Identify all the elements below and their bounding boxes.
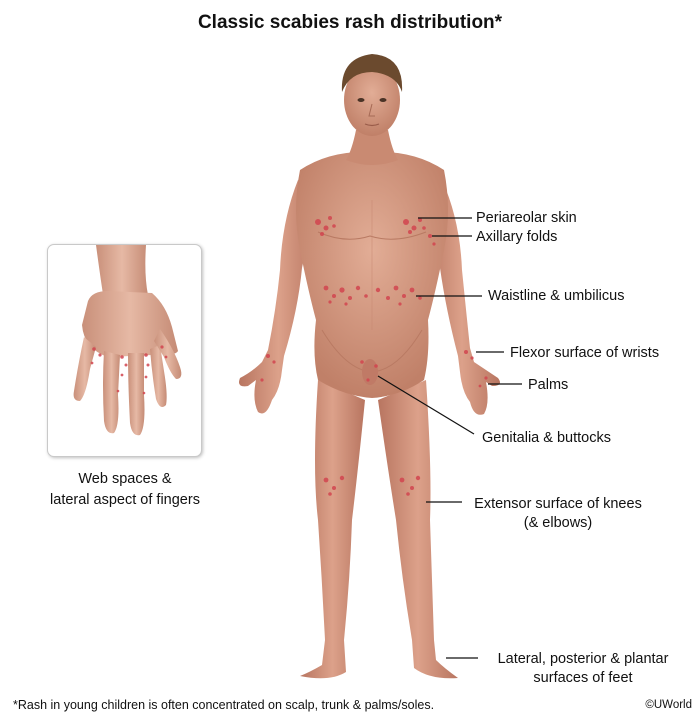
diagram-title: Classic scabies rash distribution* <box>197 12 503 33</box>
rash-periareolar-right <box>403 218 426 234</box>
label-genitalia-buttocks: Genitalia & buttocks <box>482 430 611 446</box>
palm <box>82 291 178 357</box>
label-feet-surfaces: Lateral, posterior & plantar surfaces of… <box>482 650 684 688</box>
leader-lines <box>377 217 522 659</box>
label-palms: Palms <box>528 377 569 393</box>
label-periareolar-skin: Periareolar skin <box>476 210 577 226</box>
rash-periareolar-left <box>315 216 336 236</box>
rash-marks <box>260 216 488 496</box>
label-extensor-knees: Extensor surface of knees (& elbows) <box>466 495 650 533</box>
hand-inset-panel <box>47 244 202 457</box>
thumb <box>154 329 182 379</box>
footnote: *Rash in young children is often concent… <box>13 698 435 712</box>
wrist <box>96 245 148 301</box>
rash-axillary <box>428 234 436 246</box>
label-flexor-wrists: Flexor surface of wrists <box>510 345 660 361</box>
rash-waistline <box>323 285 422 306</box>
label-axillary-folds: Axillary folds <box>476 229 558 245</box>
finger-ring <box>128 353 145 436</box>
label-waistline-umbilicus: Waistline & umbilicus <box>488 288 625 304</box>
rash-wrists <box>266 350 474 364</box>
rash-palms <box>260 376 488 388</box>
label-feet-line-2: surfaces of feet <box>533 670 633 686</box>
caption-line-2: lateral aspect of fingers <box>50 492 200 508</box>
caption-line-1: Web spaces & <box>78 471 172 487</box>
label-knees-line-2: (& elbows) <box>523 515 593 531</box>
body <box>239 54 500 679</box>
left-leg <box>300 380 365 679</box>
neck <box>346 130 398 165</box>
hair <box>341 54 403 92</box>
finger-middle <box>103 351 120 434</box>
head <box>344 64 400 136</box>
copyright-notice: ©UWorld <box>645 699 692 711</box>
finger-little <box>150 345 167 407</box>
finger-index <box>73 337 96 401</box>
rash-genitalia <box>360 360 378 382</box>
hand-inset-caption: Web spaces & lateral aspect of fingers <box>20 469 230 511</box>
hand-illustration <box>73 245 182 436</box>
rash-knees <box>323 475 421 496</box>
right-leg <box>378 380 458 679</box>
label-knees-line-1: Extensor surface of knees <box>474 496 642 512</box>
label-feet-line-1: Lateral, posterior & plantar <box>497 651 669 667</box>
leader-genitalia <box>377 375 475 435</box>
